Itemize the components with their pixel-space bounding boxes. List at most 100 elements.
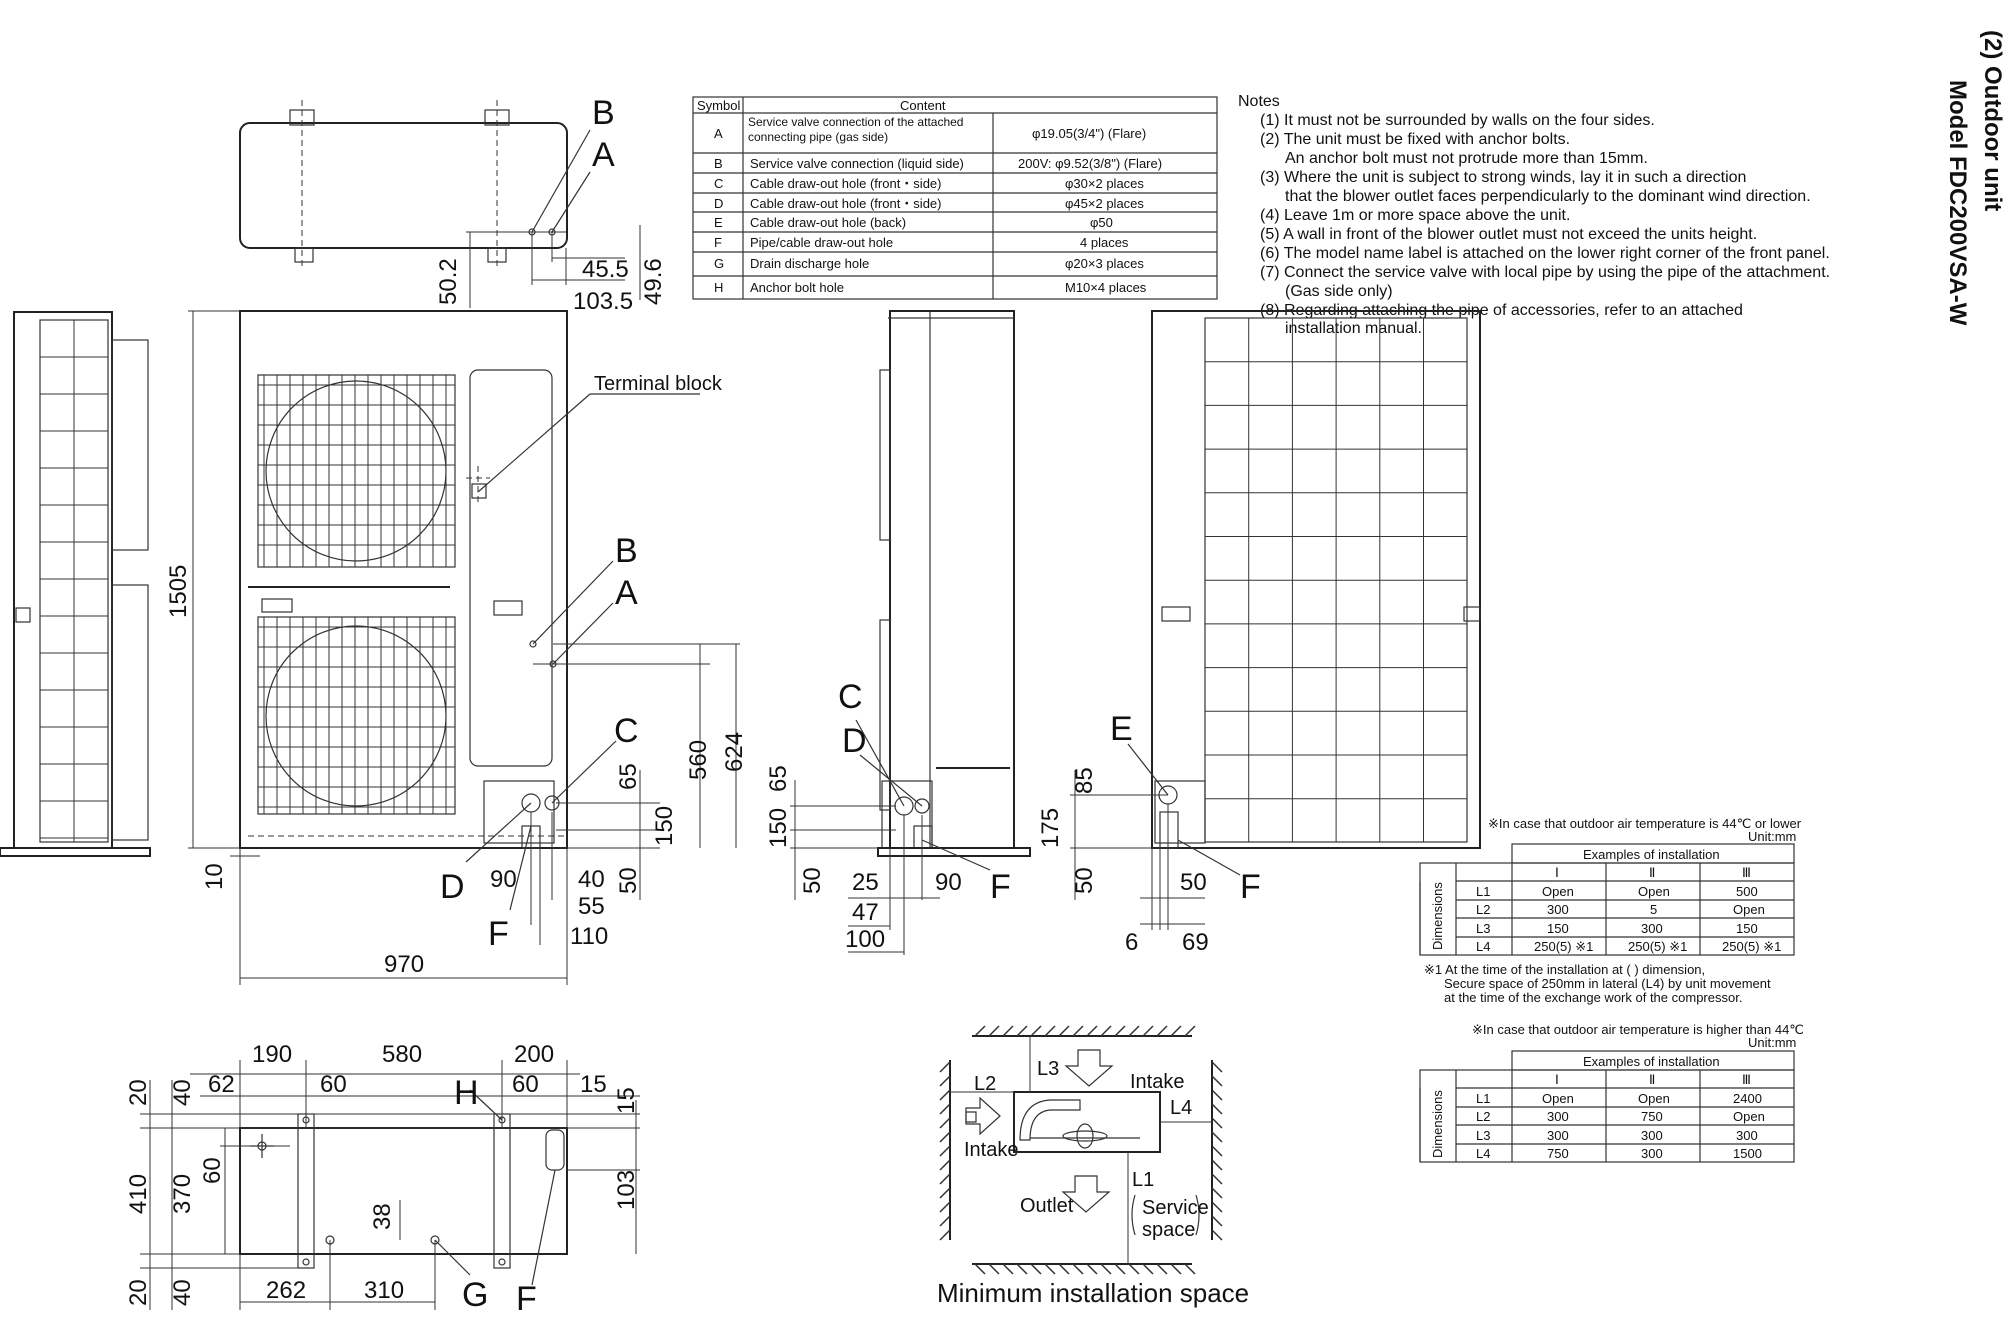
dim-50-front: 50 xyxy=(615,867,642,894)
label-E-rear: E xyxy=(1110,710,1133,748)
rear-view xyxy=(1070,310,1481,930)
dim-40-b: 40 xyxy=(169,1279,196,1306)
dim-1505: 1505 xyxy=(165,565,192,618)
install-table-1-col-2: Ⅱ xyxy=(1649,865,1655,880)
note-3: (3) Where the unit is subject to strong … xyxy=(1260,169,1746,186)
dim-970: 970 xyxy=(384,951,424,978)
dim-10: 10 xyxy=(201,863,228,890)
symbol-F-value: 4 places xyxy=(1080,235,1129,250)
t1-row1-v1: Open xyxy=(1542,884,1574,899)
label-A-front: A xyxy=(615,574,638,612)
symbol-table-header-symbol: Symbol xyxy=(697,98,740,113)
dim-50-rear-a: 50 xyxy=(1071,867,1098,894)
t1-row1-v2: Open xyxy=(1638,884,1670,899)
t2-row4-name: L4 xyxy=(1476,1146,1490,1161)
dim-190: 190 xyxy=(252,1041,292,1068)
symbol-E-desc: Cable draw-out hole (back) xyxy=(750,215,906,230)
section-title: (2) Outdoor unit xyxy=(1979,30,2006,211)
top-view xyxy=(239,100,641,308)
dim-55-front: 55 xyxy=(578,893,605,920)
dim-100-side: 100 xyxy=(845,926,885,953)
dim-65-side: 65 xyxy=(765,765,792,792)
symbol-H: H xyxy=(714,280,723,295)
symbol-H-desc: Anchor bolt hole xyxy=(750,280,844,295)
install-table-2-col-3: Ⅲ xyxy=(1742,1072,1751,1087)
t2-row3-v3: 300 xyxy=(1736,1128,1758,1143)
t1-row2-v1: 300 xyxy=(1547,902,1569,917)
t2-row1-v2: Open xyxy=(1638,1091,1670,1106)
t1-row2-v3: Open xyxy=(1733,902,1765,917)
install-table-2-unit: Unit:mm xyxy=(1748,1035,1796,1050)
label-C-front: C xyxy=(614,712,639,750)
note-6: (6) The model name label is attached on … xyxy=(1260,245,1830,262)
t2-row1-name: L1 xyxy=(1476,1091,1490,1106)
t1-row4-v2: 250(5) ※1 xyxy=(1628,939,1687,954)
label-L1: L1 xyxy=(1132,1169,1154,1191)
dim-25-side: 25 xyxy=(852,869,879,896)
t1-row4-v1: 250(5) ※1 xyxy=(1534,939,1593,954)
dim-50-2: 50.2 xyxy=(435,258,462,305)
install-table-1 xyxy=(1419,843,1795,956)
t1-row4-v3: 250(5) ※1 xyxy=(1722,939,1781,954)
note-2b: An anchor bolt must not protrude more th… xyxy=(1285,150,1648,167)
symbol-A: A xyxy=(714,126,723,141)
dim-175-rear: 175 xyxy=(1037,808,1064,848)
symbol-G: G xyxy=(714,256,724,271)
dim-50-rear-b: 50 xyxy=(1180,869,1207,896)
note-7: (7) Connect the service valve with local… xyxy=(1260,264,1830,281)
dim-90-side: 90 xyxy=(935,869,962,896)
t2-row4-v3: 1500 xyxy=(1733,1146,1762,1161)
symbol-C: C xyxy=(714,176,723,191)
install-table-1-side: Dimensions xyxy=(1430,882,1445,950)
t1-row4-name: L4 xyxy=(1476,939,1490,954)
notes-heading: Notes xyxy=(1238,93,1280,110)
dim-410: 410 xyxy=(125,1174,152,1214)
install-table-1-header: Examples of installation xyxy=(1583,847,1720,862)
bottom-view xyxy=(140,1060,640,1310)
label-C-side: C xyxy=(838,678,863,716)
t1-row3-name: L3 xyxy=(1476,921,1490,936)
t1-row3-v2: 300 xyxy=(1641,921,1663,936)
dim-47-side: 47 xyxy=(852,899,879,926)
dim-103: 103 xyxy=(613,1170,640,1210)
install-table-2-caption: ※In case that outdoor air temperature is… xyxy=(1472,1022,1804,1037)
note-8b: installation manual. xyxy=(1285,320,1422,337)
dim-15-b: 15 xyxy=(613,1087,640,1114)
dim-65-front: 65 xyxy=(615,763,642,790)
symbol-C-value: φ30×2 places xyxy=(1065,176,1144,191)
dim-560: 560 xyxy=(685,740,712,780)
dim-45-5: 45.5 xyxy=(582,256,629,283)
symbol-table xyxy=(692,96,1218,300)
symbol-table-header-content: Content xyxy=(900,98,946,113)
install-table-1-col-3: Ⅲ xyxy=(1742,865,1751,880)
label-F-front: F xyxy=(488,915,509,953)
label-G-bottom: G xyxy=(462,1276,488,1314)
symbol-D: D xyxy=(714,196,723,211)
symbol-D-desc: Cable draw-out hole (front・side) xyxy=(750,196,941,211)
t2-row4-v1: 750 xyxy=(1547,1146,1569,1161)
dim-370: 370 xyxy=(169,1174,196,1214)
dim-85-rear: 85 xyxy=(1071,767,1098,794)
symbol-F: F xyxy=(714,235,722,250)
min-space-caption: Minimum installation space xyxy=(937,1278,1249,1308)
label-A-top: A xyxy=(592,136,615,174)
install-table-1-foot-3: at the time of the exchange work of the … xyxy=(1444,990,1742,1005)
t2-row3-v1: 300 xyxy=(1547,1128,1569,1143)
install-table-2-side: Dimensions xyxy=(1430,1090,1445,1158)
symbol-E: E xyxy=(714,215,723,230)
label-L4: L4 xyxy=(1170,1097,1192,1119)
note-2: (2) The unit must be fixed with anchor b… xyxy=(1260,131,1570,148)
t2-row3-name: L3 xyxy=(1476,1128,1490,1143)
t1-row3-v1: 150 xyxy=(1547,921,1569,936)
outlet-label: Outlet xyxy=(1020,1195,1074,1217)
note-4: (4) Leave 1m or more space above the uni… xyxy=(1260,207,1570,224)
dim-60-b: 60 xyxy=(512,1071,539,1098)
dim-20-b: 20 xyxy=(125,1279,152,1306)
install-table-2-col-1: Ⅰ xyxy=(1555,1072,1559,1087)
t2-row1-v3: 2400 xyxy=(1733,1091,1762,1106)
label-D-side: D xyxy=(842,722,867,760)
dim-90-front: 90 xyxy=(490,866,517,893)
t2-row2-v1: 300 xyxy=(1547,1109,1569,1124)
dim-103-5: 103.5 xyxy=(573,288,633,315)
